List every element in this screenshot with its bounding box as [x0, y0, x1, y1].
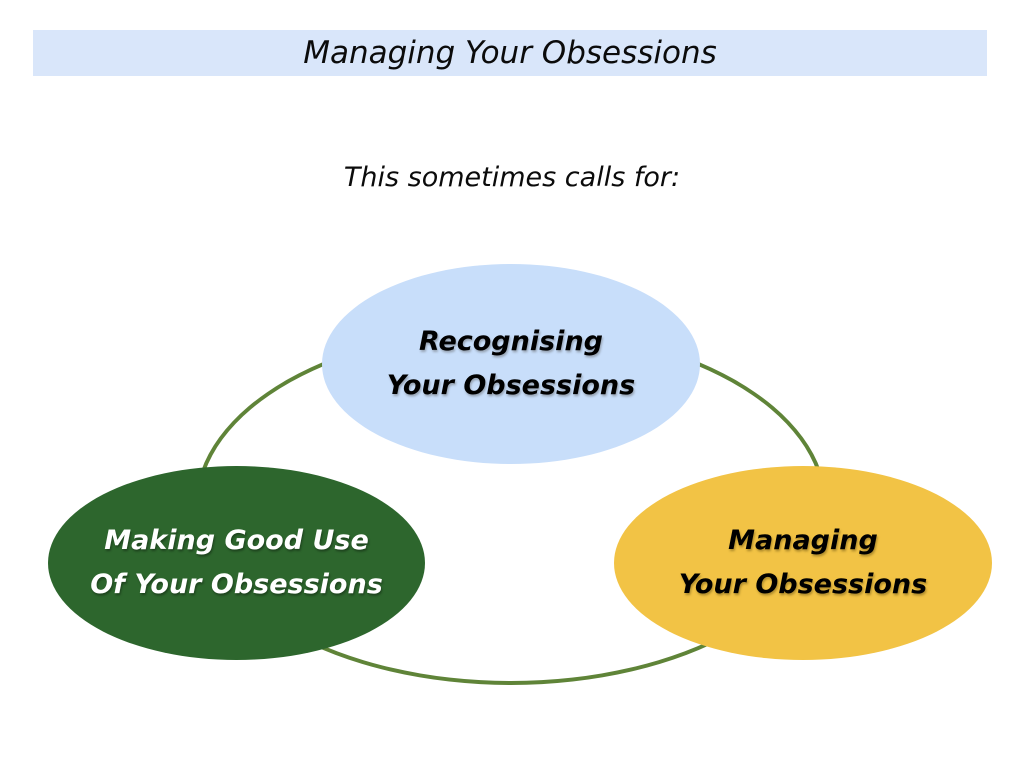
node-making-good-use-line1: Making Good Use — [104, 525, 369, 556]
node-recognising-line1: Recognising — [419, 326, 603, 357]
node-recognising: Recognising Your Obsessions — [322, 264, 700, 464]
page-title: Managing Your Obsessions — [303, 35, 717, 71]
node-recognising-line2: Your Obsessions — [386, 370, 636, 401]
node-making-good-use: Making Good Use Of Your Obsessions — [48, 466, 425, 660]
node-managing-line2: Your Obsessions — [678, 569, 928, 600]
node-making-good-use-line2: Of Your Obsessions — [90, 569, 383, 600]
title-banner: Managing Your Obsessions — [33, 30, 987, 76]
subtitle: This sometimes calls for: — [343, 162, 681, 193]
node-managing: Managing Your Obsessions — [614, 466, 992, 660]
node-managing-line1: Managing — [728, 525, 878, 556]
